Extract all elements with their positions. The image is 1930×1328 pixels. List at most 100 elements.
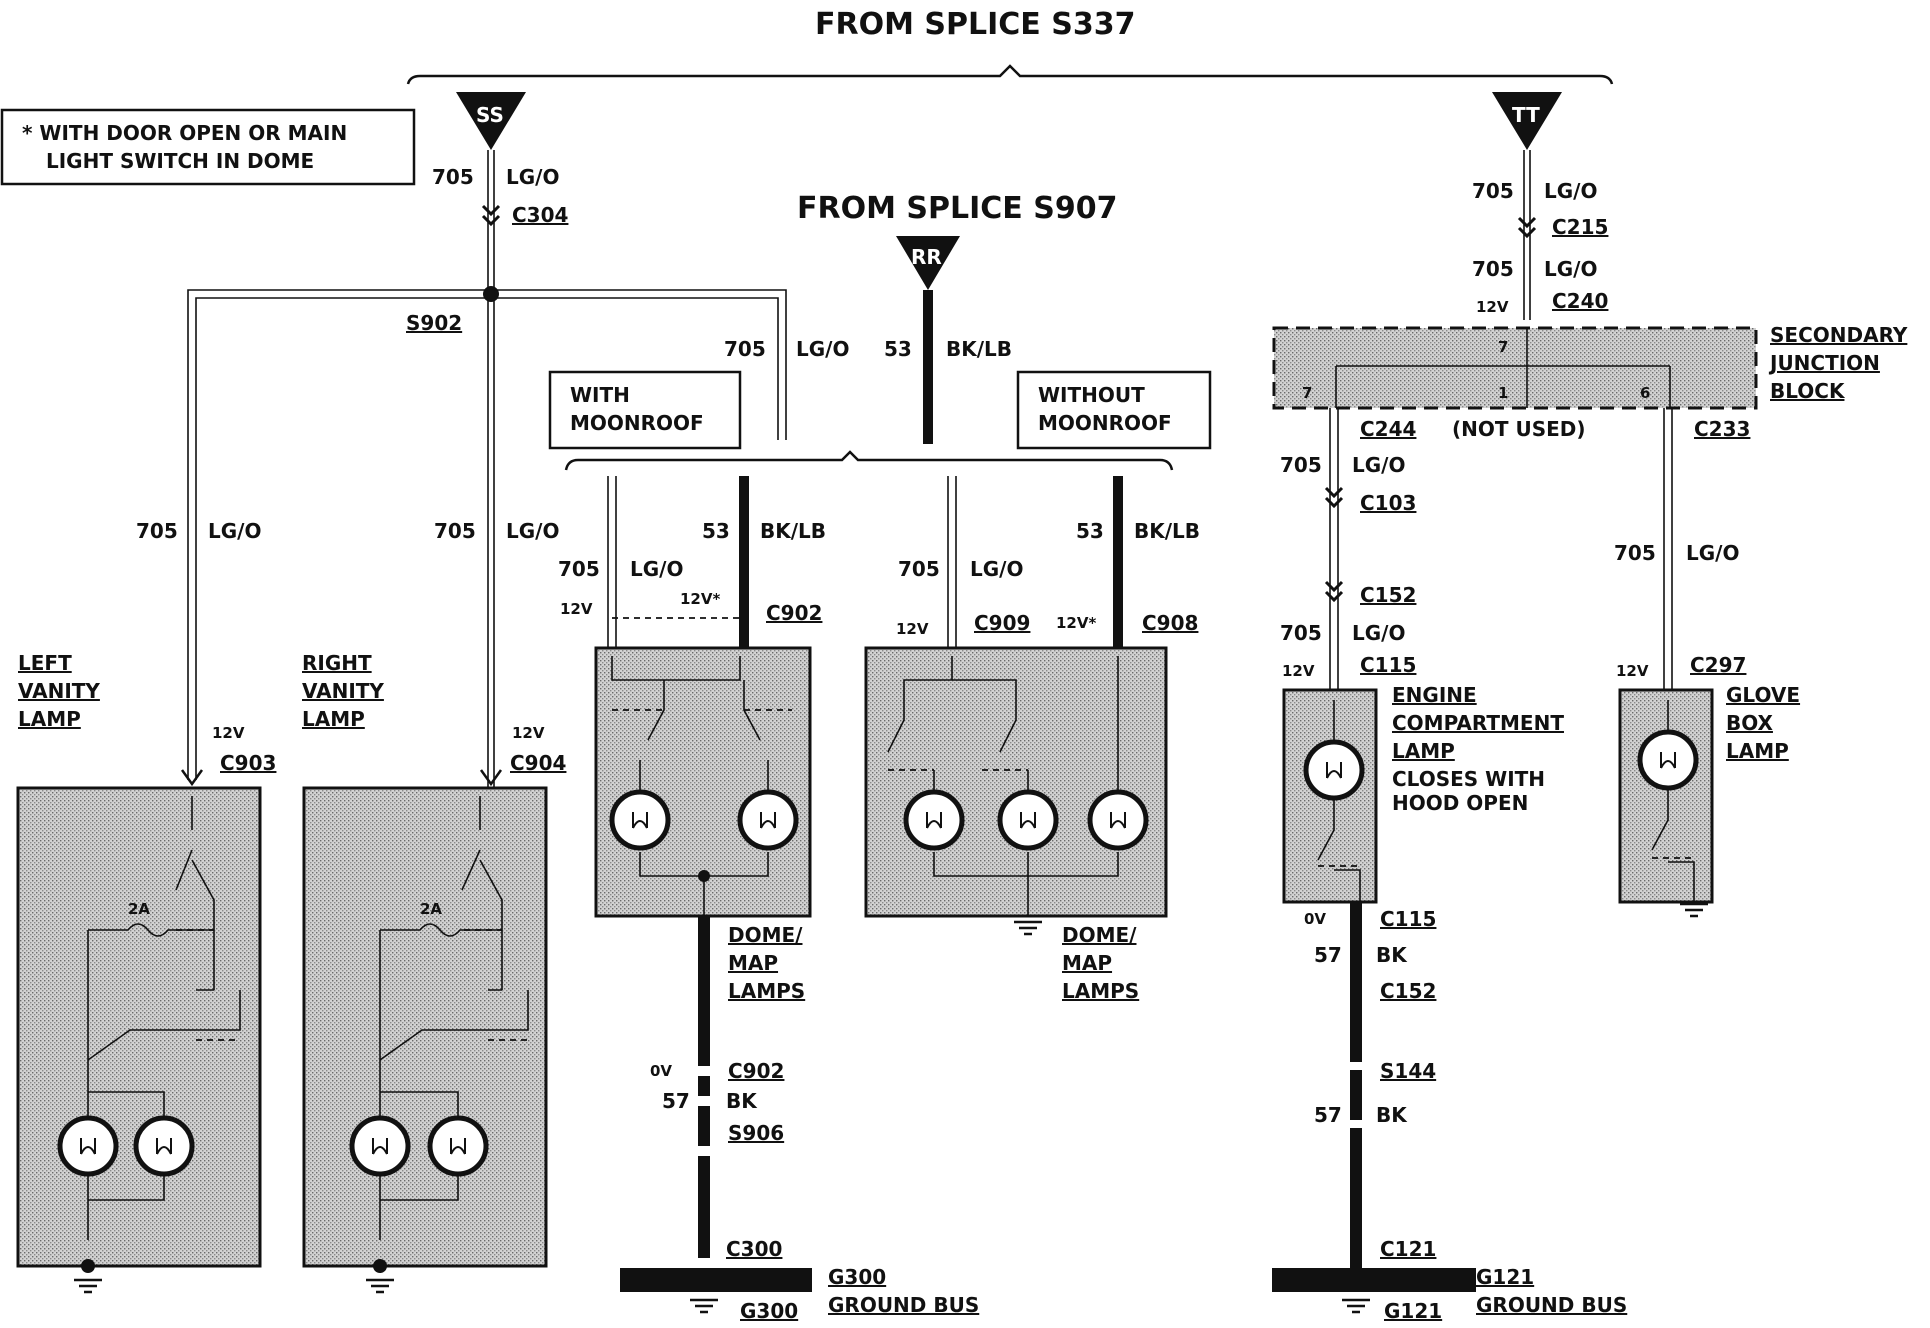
- c908-label: C908: [1142, 611, 1198, 635]
- glove-label-1: GLOVE: [1726, 683, 1800, 707]
- g300-top-label: G300: [828, 1265, 886, 1289]
- dome1-0v: 0V: [650, 1062, 672, 1080]
- dome1-bulb-2: [740, 792, 796, 848]
- splice-s902-label: S902: [406, 311, 462, 335]
- s337-bracket: [406, 64, 1614, 85]
- right-vanity-3: LAMP: [302, 707, 365, 731]
- c244-label: C244: [1360, 417, 1416, 441]
- wire-s902-left: [187, 289, 488, 780]
- wire-ss-num: 705: [432, 165, 474, 189]
- c215-connector: [1517, 216, 1537, 238]
- engine-label-2: COMPARTMENT: [1392, 711, 1564, 735]
- left-bulb-2: [136, 1118, 192, 1174]
- without-moonroof-1: WITHOUT: [1038, 383, 1145, 407]
- splice-rr-label: RR: [911, 245, 942, 269]
- wire-s902-right: [494, 289, 787, 440]
- left-vanity-dashes: [176, 929, 240, 1041]
- right-fuse-label: 2A: [420, 900, 442, 918]
- dome1-lgo-wire: [607, 476, 617, 648]
- c909-label: C909: [974, 611, 1030, 635]
- secondary-junction-block: [1272, 326, 1758, 410]
- with-moonroof-2: MOONROOF: [570, 411, 704, 435]
- c902-top-label: C902: [766, 601, 822, 625]
- sjb-label-3: BLOCK: [1770, 379, 1846, 403]
- dome2-12v: 12V: [896, 620, 929, 638]
- engine-bulb: [1306, 742, 1362, 798]
- sjb-pin-7-left: 7: [1302, 384, 1312, 402]
- dome1-color-bklb: BK/LB: [760, 519, 826, 543]
- with-moonroof-1: WITH: [570, 383, 630, 407]
- with-moonroof-box: [548, 370, 742, 450]
- dome1-bulb-1: [612, 792, 668, 848]
- wire-s902-right-num: 705: [724, 337, 766, 361]
- wire-rr-color: BK/LB: [946, 337, 1012, 361]
- glove-wire: [1663, 408, 1673, 690]
- right-wire-color: LG/O: [506, 519, 559, 543]
- left-wire-num: 705: [136, 519, 178, 543]
- dome1-num-705: 705: [558, 557, 600, 581]
- dome1-label-3: LAMPS: [728, 979, 805, 1003]
- dome1-color-bk: BK: [726, 1089, 758, 1113]
- dome2-color-bklb: BK/LB: [1134, 519, 1200, 543]
- engine-color-2: LG/O: [1352, 621, 1405, 645]
- left-vanity-3: LAMP: [18, 707, 81, 731]
- engine-num-2: 705: [1280, 621, 1322, 645]
- glove-num: 705: [1614, 541, 1656, 565]
- title-splice-s907: FROM SPLICE S907: [797, 191, 1117, 226]
- glove-color: LG/O: [1686, 541, 1739, 565]
- c240-label: C240: [1552, 289, 1608, 313]
- engine-label-3: LAMP: [1392, 739, 1455, 763]
- dome1-12v-star: 12V*: [680, 590, 720, 608]
- c215-label: C215: [1552, 215, 1608, 239]
- right-vanity-box: [302, 786, 548, 1268]
- engine-color-bk: BK: [1376, 943, 1408, 967]
- glove-internal: [1651, 700, 1695, 902]
- dome2-ground-icon: [1012, 920, 1044, 936]
- dome2-label-1: DOME/: [1062, 923, 1137, 947]
- wire-ss-color: LG/O: [506, 165, 559, 189]
- tt-12v: 12V: [1476, 298, 1509, 316]
- dome2-label-2: MAP: [1062, 951, 1112, 975]
- c152-top-connector: [1324, 580, 1344, 602]
- engine-internal: [1317, 700, 1361, 902]
- engine-label-1: ENGINE: [1392, 683, 1477, 707]
- sjb-pin-7-top: 7: [1498, 338, 1508, 356]
- right-vanity-1: RIGHT: [302, 651, 372, 675]
- glove-bulb: [1640, 732, 1696, 788]
- note-line-2: LIGHT SWITCH IN DOME: [46, 149, 314, 173]
- note-box: [0, 108, 416, 186]
- engine-wire: [1329, 408, 1339, 690]
- splice-s902-dot: [483, 286, 499, 302]
- glove-lamp-box: [1618, 688, 1714, 904]
- right-bulb-2: [430, 1118, 486, 1174]
- left-bulb-bus: [88, 1091, 165, 1201]
- left-fuse-label: 2A: [128, 900, 150, 918]
- right-vanity-internal: [379, 796, 529, 1240]
- options-bracket: [564, 450, 1174, 471]
- right-wire-num: 705: [434, 519, 476, 543]
- right-12v: 12V: [512, 724, 545, 742]
- dome2-12v-star: 12V*: [1056, 614, 1096, 632]
- s144-label: S144: [1380, 1059, 1436, 1083]
- left-vanity-box: [16, 786, 262, 1268]
- tt-color-2: LG/O: [1544, 257, 1597, 281]
- sjb-label-2: JUNCTION: [1768, 351, 1880, 375]
- engine-color-bkb: BK: [1376, 1103, 1408, 1127]
- dome1-color-lgo: LG/O: [630, 557, 683, 581]
- left-ground-icon: [72, 1278, 104, 1294]
- tt-num-1: 705: [1472, 179, 1514, 203]
- without-moonroof-2: MOONROOF: [1038, 411, 1172, 435]
- dome2-num-53: 53: [1076, 519, 1104, 543]
- sjb-pin-6: 6: [1640, 384, 1650, 402]
- g121-ground-bus: [1272, 1268, 1476, 1292]
- engine-num-57: 57: [1314, 943, 1342, 967]
- c115-bottom-label: C115: [1380, 907, 1436, 931]
- left-wire-color: LG/O: [208, 519, 261, 543]
- left-vanity-2: VANITY: [18, 679, 100, 703]
- note-line-1: * WITH DOOR OPEN OR MAIN: [22, 121, 347, 145]
- tt-color-1: LG/O: [1544, 179, 1597, 203]
- sjb-internal: [1335, 328, 1671, 408]
- engine-note-1: CLOSES WITH: [1392, 767, 1545, 791]
- dome2-color-lgo: LG/O: [970, 557, 1023, 581]
- wire-s902-right-color: LG/O: [796, 337, 849, 361]
